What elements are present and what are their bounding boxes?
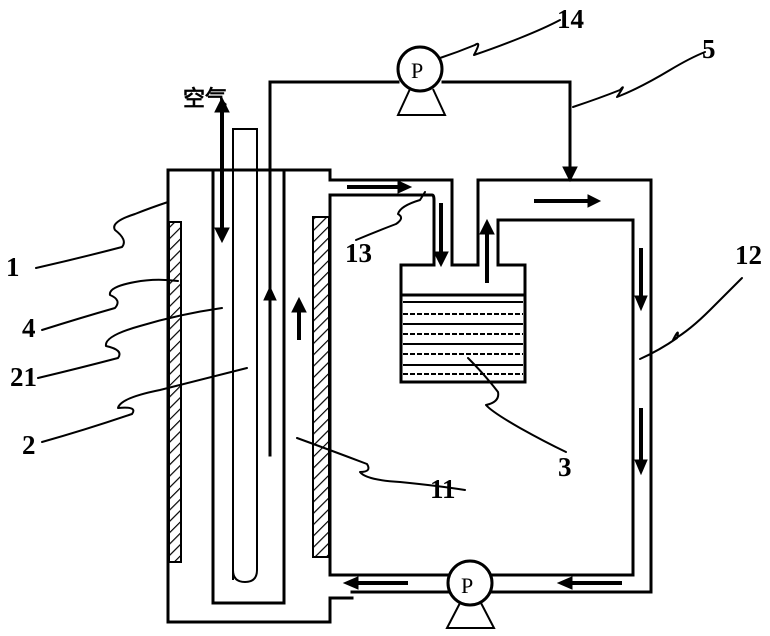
- label-12: 12: [735, 240, 762, 270]
- annulus-up-arrow-icon: [291, 296, 307, 340]
- flow-arrows: [214, 96, 648, 590]
- bypass-down-arrow-icon: [562, 166, 578, 183]
- heater-left: [168, 221, 182, 563]
- right-down-arrow-1-icon: [634, 248, 648, 312]
- top-right-arrow-icon: [534, 194, 602, 208]
- leader-lines: [35, 19, 743, 491]
- label-4: 4: [22, 313, 36, 343]
- top-pump: P: [396, 45, 447, 116]
- label-3: 3: [558, 452, 572, 482]
- up-arrow-icon: [263, 285, 277, 301]
- label-13: 13: [345, 238, 372, 268]
- outer-vessel: [166, 168, 354, 624]
- outlet-right-arrow-icon: [347, 180, 413, 194]
- label-2: 2: [22, 430, 36, 460]
- label-11: 11: [430, 474, 456, 504]
- return-pipe-outer: [350, 178, 653, 594]
- central-tube: [211, 168, 286, 605]
- outlet-pipe-lower: [328, 193, 436, 267]
- top-pipe-right: [441, 80, 572, 177]
- label-21: 21: [10, 362, 37, 392]
- pump-symbol-bottom: P: [461, 573, 473, 598]
- outlet-pipe: [328, 178, 454, 267]
- air-arrow-icon: [214, 96, 230, 244]
- label-1: 1: [6, 252, 20, 282]
- inner-tube: [232, 128, 258, 584]
- label-5: 5: [702, 34, 716, 64]
- bottom-left-arrow-2-icon: [342, 576, 408, 590]
- heater-right: [312, 216, 330, 558]
- packed-bed: [399, 263, 527, 384]
- return-pipe-inner: [350, 218, 635, 577]
- bed-up-arrow-icon: [479, 218, 495, 283]
- right-down-arrow-2-icon: [634, 408, 648, 476]
- top-pipe: [268, 80, 400, 457]
- air-label: 空气: [183, 86, 227, 112]
- label-14: 14: [557, 4, 584, 34]
- pump-symbol: P: [411, 58, 423, 83]
- bed-down-arrow-icon: [433, 203, 449, 268]
- bottom-left-arrow-1-icon: [556, 576, 622, 590]
- bottom-pump: P: [445, 559, 496, 629]
